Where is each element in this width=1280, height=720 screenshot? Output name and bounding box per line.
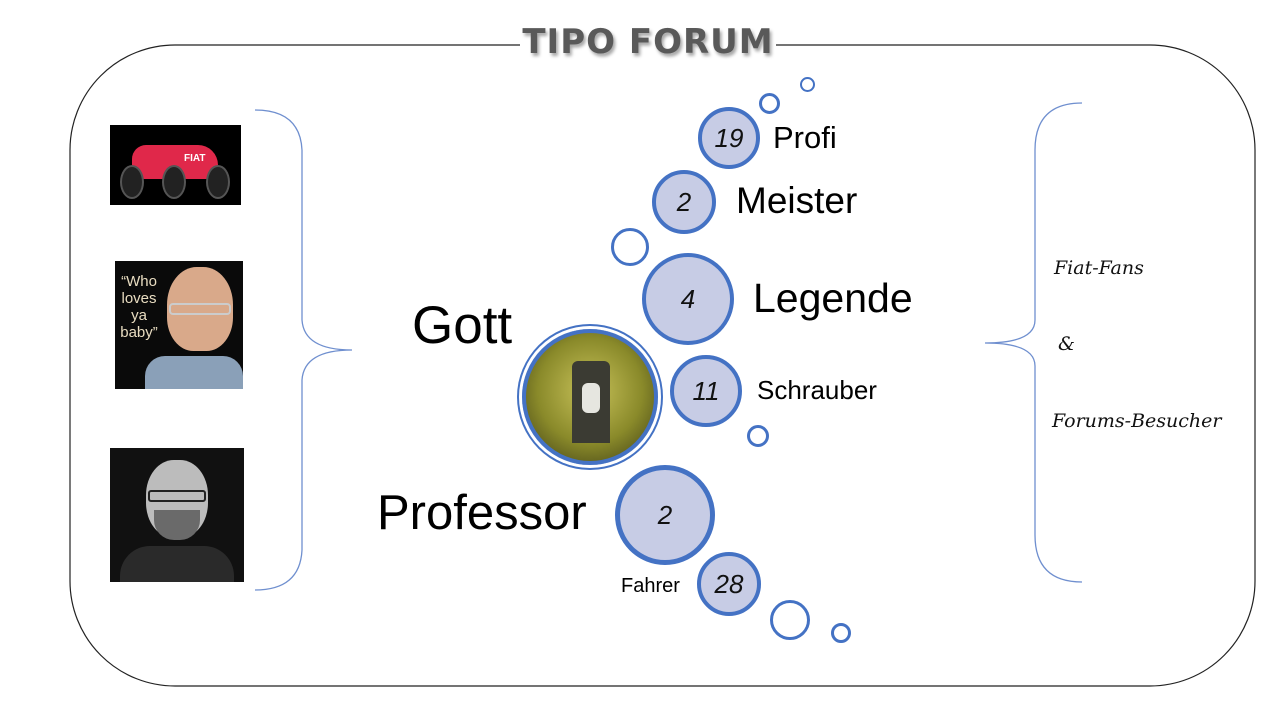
decor-circle bbox=[611, 228, 649, 266]
rank-label-profi: Profi bbox=[773, 120, 837, 155]
rank-label-meister: Meister bbox=[736, 180, 858, 221]
rank-label-gott: Gott bbox=[412, 296, 513, 355]
fiat-race-car-image: FIAT bbox=[110, 125, 241, 205]
rank-count-legende: 4 bbox=[642, 253, 734, 345]
audience-line-ampersand: & bbox=[1058, 333, 1075, 355]
rank-label-schrauber: Schrauber bbox=[757, 375, 877, 405]
audience-line-fiat-fans: Fiat-Fans bbox=[1054, 257, 1144, 279]
rank-label-professor: Professor bbox=[377, 486, 587, 540]
right-brace bbox=[984, 102, 1083, 583]
kojak-image: “Who loves ya baby” bbox=[115, 261, 243, 389]
decor-circle bbox=[747, 425, 769, 447]
rank-count-fahrer: 28 bbox=[697, 552, 761, 616]
fiat-badge: FIAT bbox=[184, 153, 206, 164]
audience-line-forums-besucher: Forums-Besucher bbox=[1052, 410, 1222, 432]
decor-circle bbox=[800, 77, 815, 92]
kojak-quote: “Who loves ya baby” bbox=[120, 273, 158, 341]
rank-label-fahrer: Fahrer bbox=[621, 575, 680, 597]
rank-count-meister: 2 bbox=[652, 170, 716, 234]
decor-circle bbox=[770, 600, 810, 640]
decor-circle bbox=[759, 93, 780, 114]
page-title: TIPO FORUM bbox=[520, 22, 776, 62]
gott-throne-image bbox=[522, 329, 658, 465]
rank-count-schrauber: 11 bbox=[670, 355, 742, 427]
left-bracket bbox=[254, 109, 353, 591]
rank-label-legende: Legende bbox=[753, 275, 913, 321]
bald-man-portrait-image bbox=[110, 448, 244, 582]
rank-count-profi: 19 bbox=[698, 107, 760, 169]
rank-count-professor: 2 bbox=[615, 465, 715, 565]
decor-circle bbox=[831, 623, 851, 643]
